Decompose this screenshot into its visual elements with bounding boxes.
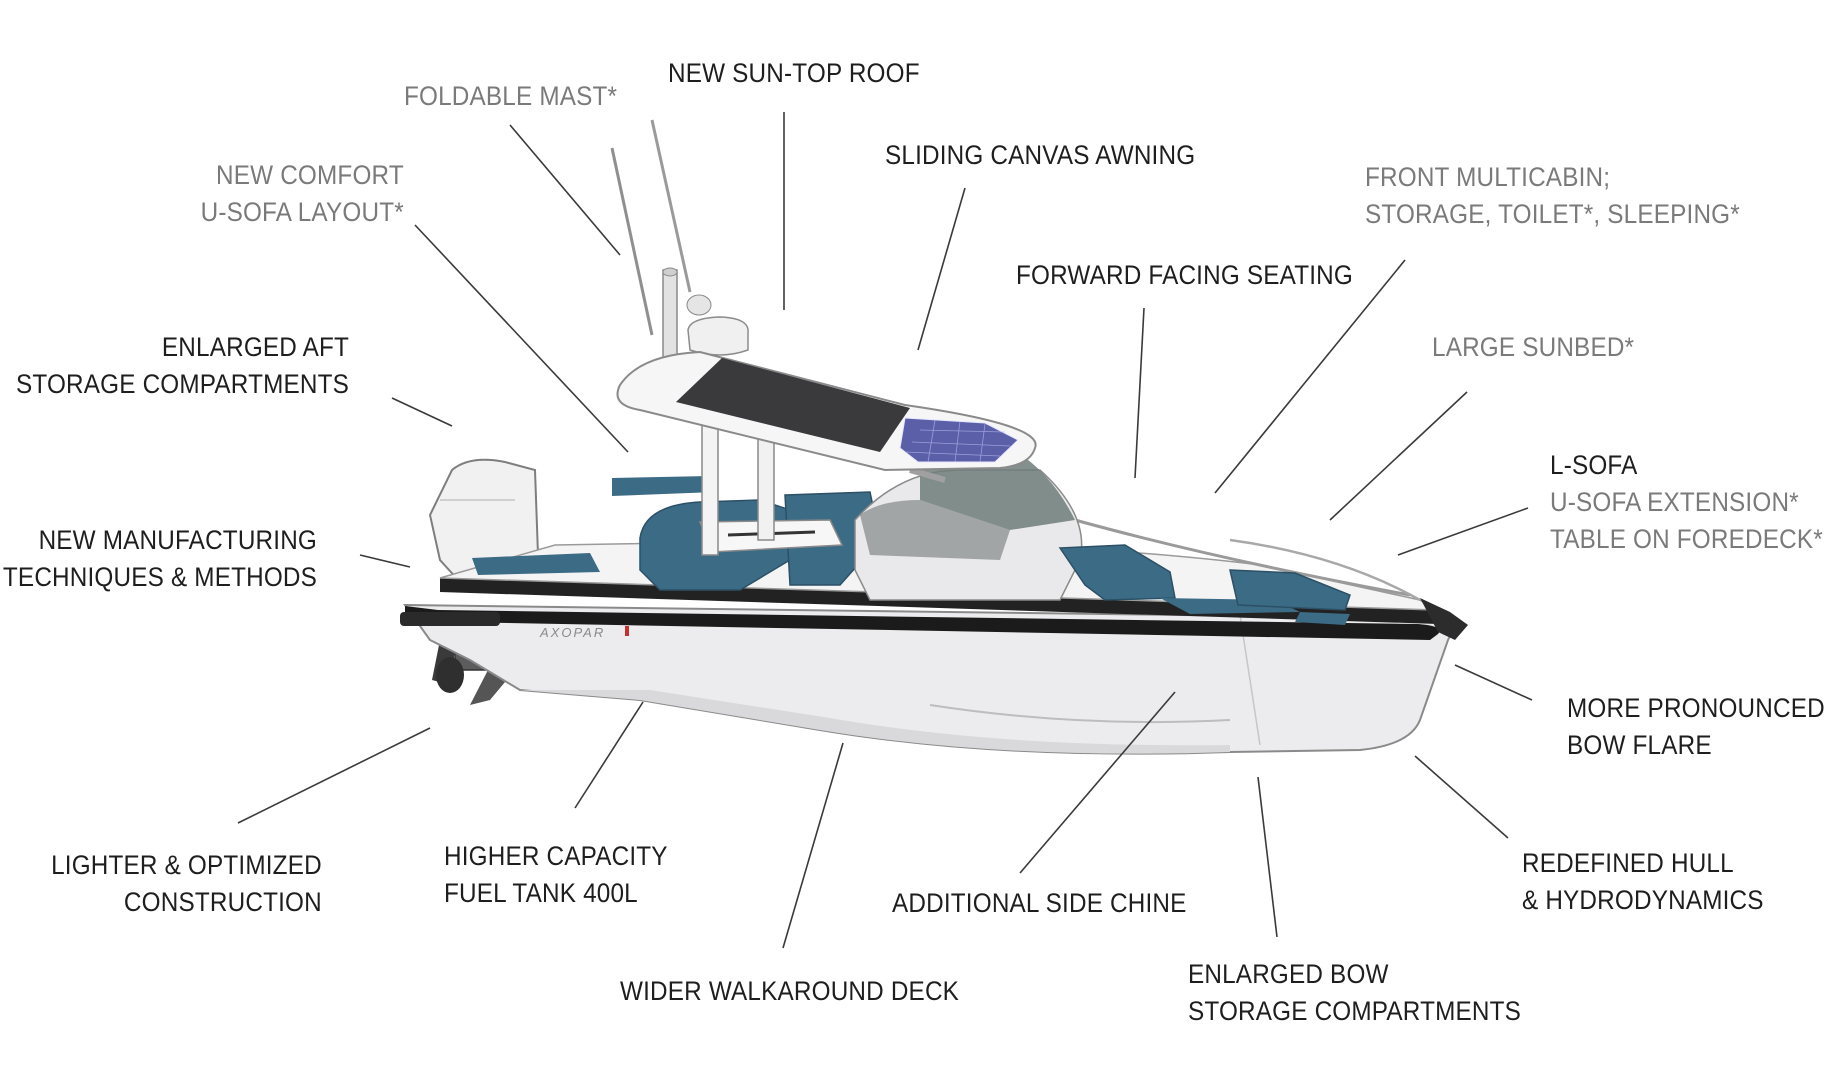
label-l-sofa: L-SOFA: [1550, 450, 1638, 480]
label-line: BOW FLARE: [1567, 730, 1712, 760]
label-lighter-optimized: LIGHTER & OPTIMIZED CONSTRUCTION: [51, 847, 322, 921]
label-line: & HYDRODYNAMICS: [1522, 885, 1764, 915]
label-u-sofa-extension: U-SOFA EXTENSION*: [1550, 487, 1799, 517]
label-enlarged-bow-storage: ENLARGED BOW STORAGE COMPARTMENTS: [1188, 956, 1521, 1030]
leader-l-sofa: [1397, 507, 1529, 556]
brand-mark: AXOPAR: [539, 625, 605, 640]
label-line: ADDITIONAL SIDE CHINE: [892, 888, 1187, 918]
label-line: FRONT MULTICABIN;: [1365, 162, 1611, 192]
leader-enlarged-aft-storage: [391, 397, 453, 427]
boat: AXOPAR: [400, 119, 1468, 755]
label-wider-walkaround: WIDER WALKAROUND DECK: [620, 973, 959, 1010]
leader-foldable-mast: [509, 124, 621, 256]
label-line: REDEFINED HULL: [1522, 848, 1734, 878]
label-line: U-SOFA LAYOUT*: [200, 197, 404, 227]
leader-lighter-optimized: [237, 727, 431, 824]
label-line: FOLDABLE MAST*: [404, 81, 618, 111]
leader-front-multicabin: [1214, 259, 1406, 494]
label-line: ENLARGED BOW: [1188, 959, 1389, 989]
leader-forward-facing-seating: [1134, 307, 1145, 479]
label-more-pronounced-bow-flare: MORE PRONOUNCED BOW FLARE: [1567, 690, 1825, 764]
label-line: LARGE SUNBED*: [1432, 332, 1635, 362]
leader-new-comfort-u-sofa: [414, 224, 629, 453]
label-sliding-canvas-awning: SLIDING CANVAS AWNING: [885, 137, 1195, 174]
mast: [610, 119, 749, 361]
label-additional-side-chine: ADDITIONAL SIDE CHINE: [892, 885, 1187, 922]
leader-enlarged-bow-storage: [1257, 776, 1278, 938]
label-enlarged-aft-storage: ENLARGED AFT STORAGE COMPARTMENTS: [16, 329, 349, 403]
label-new-sun-top-roof: NEW SUN-TOP ROOF: [668, 55, 920, 92]
label-forward-facing-seating: FORWARD FACING SEATING: [1016, 257, 1353, 294]
leader-additional-side-chine: [1019, 691, 1176, 874]
label-line: STORAGE COMPARTMENTS: [15, 369, 349, 399]
label-new-manufacturing: NEW MANUFACTURING TECHNIQUES & METHODS: [3, 522, 317, 596]
label-line: STORAGE COMPARTMENTS: [1188, 996, 1522, 1026]
label-table-on-foredeck: TABLE ON FOREDECK*: [1550, 524, 1823, 554]
label-line: SLIDING CANVAS AWNING: [885, 140, 1196, 170]
leader-higher-capacity-fuel: [574, 701, 644, 809]
deck: [439, 448, 1468, 640]
label-foldable-mast: FOLDABLE MAST*: [404, 78, 617, 115]
label-line: CONSTRUCTION: [124, 887, 322, 917]
label-line: TECHNIQUES & METHODS: [2, 562, 317, 592]
label-line: LIGHTER & OPTIMIZED: [51, 850, 322, 880]
leader-wider-walkaround: [782, 742, 844, 949]
leader-new-manufacturing: [359, 554, 411, 568]
label-line: WIDER WALKAROUND DECK: [620, 976, 960, 1006]
label-large-sunbed: LARGE SUNBED*: [1432, 329, 1634, 366]
label-l-sofa-group: L-SOFA U-SOFA EXTENSION* TABLE ON FOREDE…: [1550, 447, 1823, 558]
label-higher-capacity-fuel: HIGHER CAPACITY FUEL TANK 400L: [444, 838, 668, 912]
label-line: ENLARGED AFT: [161, 332, 349, 362]
leader-redefined-hull: [1414, 755, 1509, 839]
leader-large-sunbed: [1329, 391, 1468, 521]
sun-top-roof: [616, 350, 1037, 556]
leader-sliding-canvas-awning: [917, 187, 966, 351]
label-line: MORE PRONOUNCED: [1567, 693, 1825, 723]
label-line: NEW COMFORT: [216, 160, 404, 190]
label-line: NEW MANUFACTURING: [38, 525, 317, 555]
label-line: NEW SUN-TOP ROOF: [668, 58, 920, 88]
leader-lines: [237, 112, 1533, 949]
label-line: HIGHER CAPACITY: [444, 841, 668, 871]
label-line: STORAGE, TOILET*, SLEEPING*: [1365, 199, 1740, 229]
label-front-multicabin: FRONT MULTICABIN; STORAGE, TOILET*, SLEE…: [1365, 159, 1740, 233]
label-line: FORWARD FACING SEATING: [1016, 260, 1353, 290]
label-redefined-hull: REDEFINED HULL & HYDRODYNAMICS: [1522, 845, 1764, 919]
label-line: FUEL TANK 400L: [444, 878, 638, 908]
label-new-comfort-u-sofa: NEW COMFORT U-SOFA LAYOUT*: [201, 157, 404, 231]
leader-more-pronounced-bow-flare: [1454, 664, 1533, 701]
